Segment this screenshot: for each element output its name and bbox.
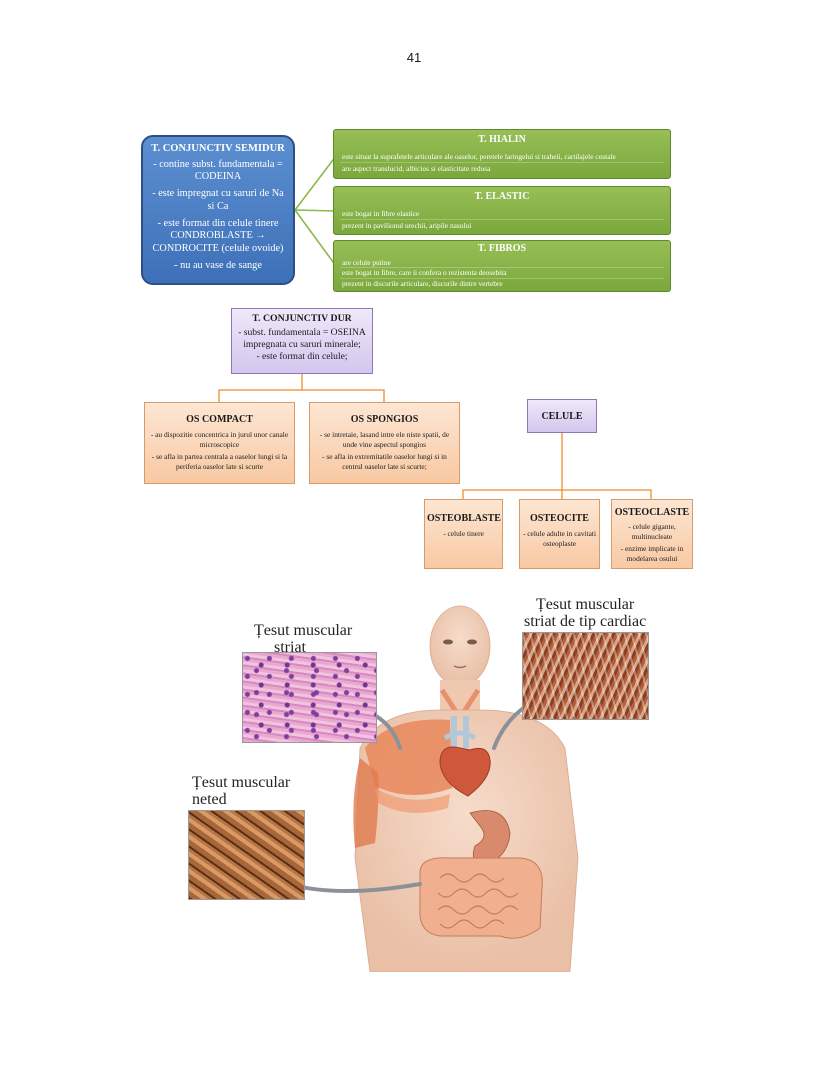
page-number: 41	[406, 50, 422, 65]
fibros-box: T. FIBROS are celule putine este bogat i…	[333, 240, 671, 292]
osteoblaste-title: OSTEOBLASTE	[427, 513, 501, 524]
bone-title: T. CONJUNCTIV DUR	[252, 313, 352, 324]
cartilage-line: - este impregnat cu saruri de Na si Ca	[152, 188, 284, 212]
cartilage-line: - este format din celule tinere CONDROBL…	[152, 217, 284, 254]
label-line: striat	[274, 639, 306, 656]
fibros-line: are celule putine	[340, 258, 664, 269]
fibros-title: T. FIBROS	[477, 243, 527, 254]
os-compact-title: OS COMPACT	[186, 414, 253, 425]
osteoclaste-line: - enzime implicate in modelarea osului	[620, 544, 684, 563]
os-compact-box: OS COMPACT - au dispozitie concentrica i…	[144, 402, 295, 484]
elastic-box: T. ELASTIC este bogat in fibre elastice …	[333, 186, 671, 235]
osteocite-title: OSTEOCITE	[530, 513, 589, 524]
connector-fibros	[294, 209, 337, 267]
elastic-line: prezent in pavilionul urechii, aripile n…	[342, 220, 472, 230]
cartilage-title: T. CONJUNCTIV SEMIDUR	[151, 143, 285, 154]
label-smooth-muscle: Țesut muscular neted	[192, 774, 290, 808]
os-compact-line: - au dispozitie concentrica in jurul uno…	[150, 430, 289, 449]
osteoblaste-box: OSTEOBLASTE - celule tinere	[424, 499, 503, 569]
hialin-line: are aspect translucid, albicios si elast…	[342, 163, 491, 173]
hialin-title: T. HIALIN	[478, 134, 526, 145]
bone-line: - subst. fundamentala = OSEINA impregnat…	[238, 327, 366, 351]
osteocite-line: - celule adulte in cavitati osteoplaste	[522, 529, 597, 548]
label-line: neted	[192, 791, 227, 808]
bone-main-box: T. CONJUNCTIV DUR - subst. fundamentala …	[231, 308, 373, 374]
fibros-line: prezent in discurile articulare, discuri…	[342, 279, 503, 289]
osteoclaste-box: OSTEOCLASTE - celule gigante, multinucle…	[611, 499, 693, 569]
elastic-title: T. ELASTIC	[474, 191, 530, 202]
osteocite-box: OSTEOCITE - celule adulte in cavitati os…	[519, 499, 600, 569]
osteoclaste-title: OSTEOCLASTE	[614, 507, 690, 518]
cells-box: CELULE	[527, 399, 597, 433]
cartilage-main-box: T. CONJUNCTIV SEMIDUR - contine subst. f…	[141, 135, 295, 285]
arrow-neted	[286, 882, 422, 893]
striated-muscle-sample-image	[242, 652, 377, 743]
cartilage-line: - contine subst. fundamentala = CODEINA	[153, 158, 283, 182]
connector-os-compact	[218, 374, 303, 402]
hialin-line: este situat la suprafetele articulare al…	[340, 151, 664, 163]
cardiac-muscle-sample-image	[522, 632, 649, 720]
connector-osteoblaste	[462, 433, 563, 499]
connector-osteoclaste	[562, 489, 652, 499]
bone-line: - este format din celule;	[256, 351, 348, 363]
label-line: Țesut muscular	[192, 774, 291, 791]
label-line: Țesut muscular	[536, 596, 635, 613]
label-cardiac-muscle: Țesut muscular striat de tip cardiac	[524, 596, 646, 630]
os-spongios-line: - se intretaie, lasand intre ele niste s…	[319, 430, 450, 449]
smooth-muscle-sample-image	[188, 810, 305, 900]
label-line: striat de tip cardiac	[524, 613, 647, 630]
label-line: Țesut muscular	[254, 622, 353, 639]
os-spongios-title: OS SPONGIOS	[350, 414, 419, 425]
os-spongios-line: - se afla in extremitatile oaselor lungi…	[322, 452, 447, 471]
label-striated-muscle: Țesut muscular striat	[254, 622, 352, 656]
connector-os-spongios	[302, 389, 385, 402]
cartilage-line: - nu au vase de sange	[174, 260, 262, 271]
elastic-line: este bogat in fibre elastice	[340, 208, 664, 220]
human-body-illustration	[353, 605, 579, 972]
hialin-box: T. HIALIN este situat la suprafetele art…	[333, 129, 671, 179]
os-spongios-box: OS SPONGIOS - se intretaie, lasand intre…	[309, 402, 460, 484]
fibros-line: este bogat in fibre, care ii confera o r…	[340, 268, 664, 280]
connector-hialin	[294, 155, 337, 211]
osteoclaste-line: - celule gigante, multinucleate	[628, 522, 676, 541]
osteoblaste-line: - celule tinere	[443, 529, 484, 538]
connector-elastic	[294, 209, 337, 212]
os-compact-line: - se afla in partea centrala a oaselor l…	[151, 452, 288, 471]
